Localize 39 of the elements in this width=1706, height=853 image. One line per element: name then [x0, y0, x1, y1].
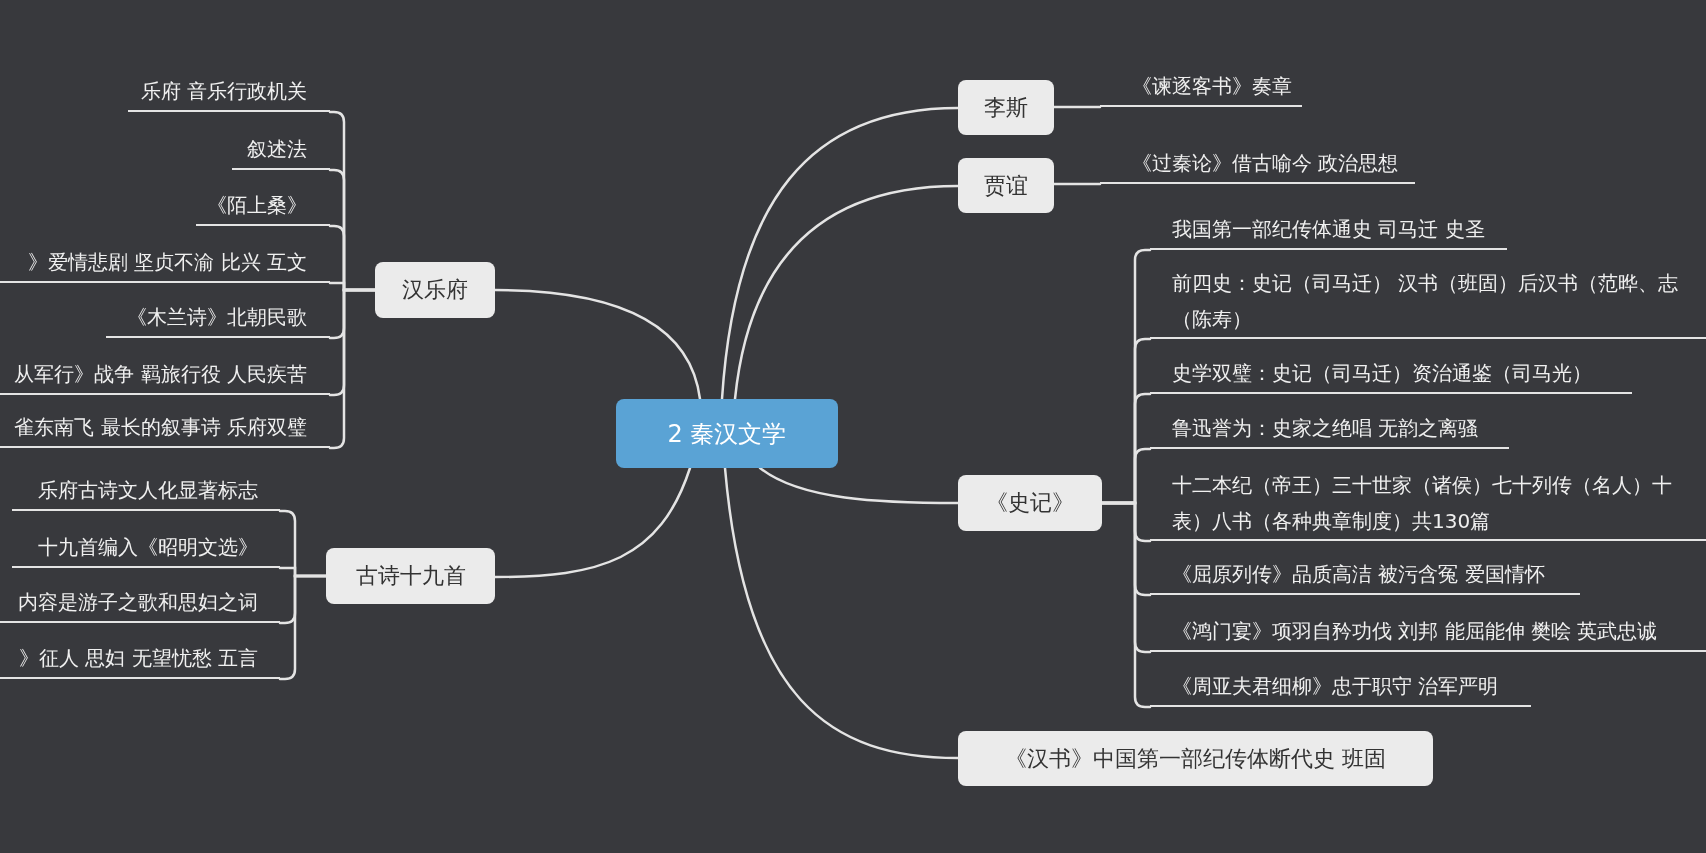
- underlined-topic: 《周亚夫君细柳》忠于职守 治军严明: [1150, 667, 1531, 707]
- underlined-topic: 叙述法: [232, 130, 330, 170]
- topic-box: 古诗十九首: [326, 548, 495, 604]
- underlined-topic: 前四史：史记（司马迁） 汉书（班固）后汉书（范晔、志（陈寿）: [1150, 263, 1706, 339]
- connector-line: [733, 184, 960, 401]
- underlined-topic: 《屈原列传》品质高洁 被污含冤 爱国情怀: [1150, 555, 1580, 595]
- underlined-topic: 十九首编入《昭明文选》: [12, 528, 280, 568]
- underlined-topic: 《陌上桑》: [196, 186, 330, 226]
- underlined-topic: 》征人 思妇 无望忧愁 五言: [0, 639, 280, 679]
- underlined-topic: 《鸿门宴》项羽自矜功伐 刘邦 能屈能伸 樊哙 英武忠诚: [1150, 612, 1706, 652]
- connector-line: [278, 574, 328, 681]
- underlined-topic: 内容是游子之歌和思妇之词: [0, 583, 280, 623]
- connector-line: [328, 288, 377, 450]
- underlined-topic: 》爱情悲剧 坚贞不渝 比兴 互文: [0, 243, 330, 283]
- topic-box: 《汉书》中国第一部纪传体断代史 班固: [958, 731, 1433, 786]
- underlined-topic: 史学双璧：史记（司马迁）资治通鉴（司马光）: [1150, 354, 1632, 394]
- connector-line: [1052, 105, 1102, 109]
- underlined-topic: 雀东南飞 最长的叙事诗 乐府双璧: [0, 408, 330, 448]
- topic-box: 汉乐府: [375, 262, 495, 318]
- underlined-topic: 乐府古诗文人化显著标志: [12, 471, 280, 511]
- underlined-topic: 十二本纪（帝王）三十世家（诸侯）七十列传（名人）十表）八书（各种典章制度）共130篇: [1150, 465, 1706, 541]
- connector-line: [720, 106, 960, 401]
- connector-line: [723, 466, 960, 760]
- underlined-topic: 从军行》战争 羁旅行役 人民疾苦: [0, 355, 330, 395]
- underlined-topic: 鲁迅誉为：史家之绝唱 无韵之离骚: [1150, 409, 1509, 449]
- connector-line: [493, 466, 692, 579]
- connector-line: [493, 288, 702, 401]
- connector-line: [1100, 501, 1152, 709]
- underlined-topic: 《谏逐客书》奏章: [1100, 67, 1302, 107]
- underlined-topic: 《木兰诗》北朝民歌: [106, 298, 330, 338]
- connector-line: [758, 466, 960, 505]
- topic-box: 《史记》: [958, 475, 1102, 531]
- topic-box: 李斯: [958, 80, 1054, 135]
- underlined-topic: 《过秦论》借古喻今 政治思想: [1100, 144, 1415, 184]
- topic-box: 贾谊: [958, 158, 1054, 213]
- underlined-topic: 我国第一部纪传体通史 司马迁 史圣: [1150, 210, 1507, 250]
- central-topic-box: 2 秦汉文学: [616, 399, 838, 468]
- connector-line: [1052, 182, 1102, 186]
- underlined-topic: 乐府 音乐行政机关: [128, 72, 330, 112]
